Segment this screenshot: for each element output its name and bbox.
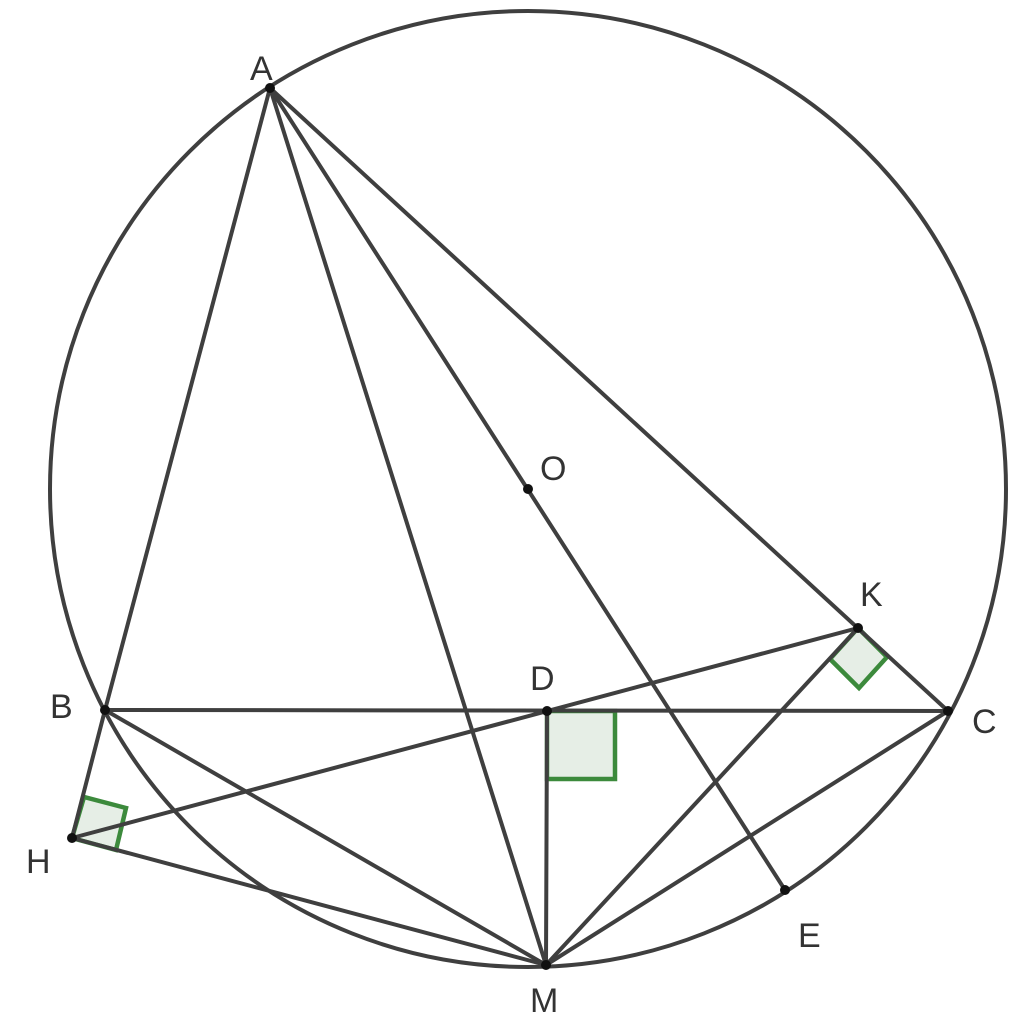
label-d: D (530, 660, 555, 698)
point-h (67, 833, 77, 843)
segment-ac (268, 86, 950, 713)
segment-cm (544, 709, 950, 967)
circumcircle (48, 9, 1008, 969)
label-o: O (540, 450, 566, 488)
segment-km (544, 626, 860, 967)
label-b: B (50, 688, 73, 726)
label-m: M (530, 982, 558, 1020)
point-o (523, 484, 533, 494)
point-k (853, 623, 863, 633)
right-angle-marker-k (826, 624, 891, 692)
label-e: E (798, 917, 821, 955)
point-d (542, 706, 552, 716)
segment-am (268, 86, 548, 967)
segment-bh (70, 708, 107, 840)
point-m (541, 960, 551, 970)
segment-hk (70, 626, 860, 840)
segment-ab (103, 86, 272, 712)
label-k: K (860, 576, 883, 614)
label-h: H (26, 843, 51, 881)
point-b (100, 705, 110, 715)
segment-dm (544, 709, 549, 967)
point-a (265, 83, 275, 93)
label-c: C (972, 703, 997, 741)
point-e (780, 885, 790, 895)
right-angle-marker-d (544, 708, 618, 782)
point-c (943, 706, 953, 716)
segment-bc (103, 708, 950, 713)
segment-hm (70, 836, 548, 967)
segment-bm (103, 708, 548, 967)
label-a: A (250, 50, 273, 88)
